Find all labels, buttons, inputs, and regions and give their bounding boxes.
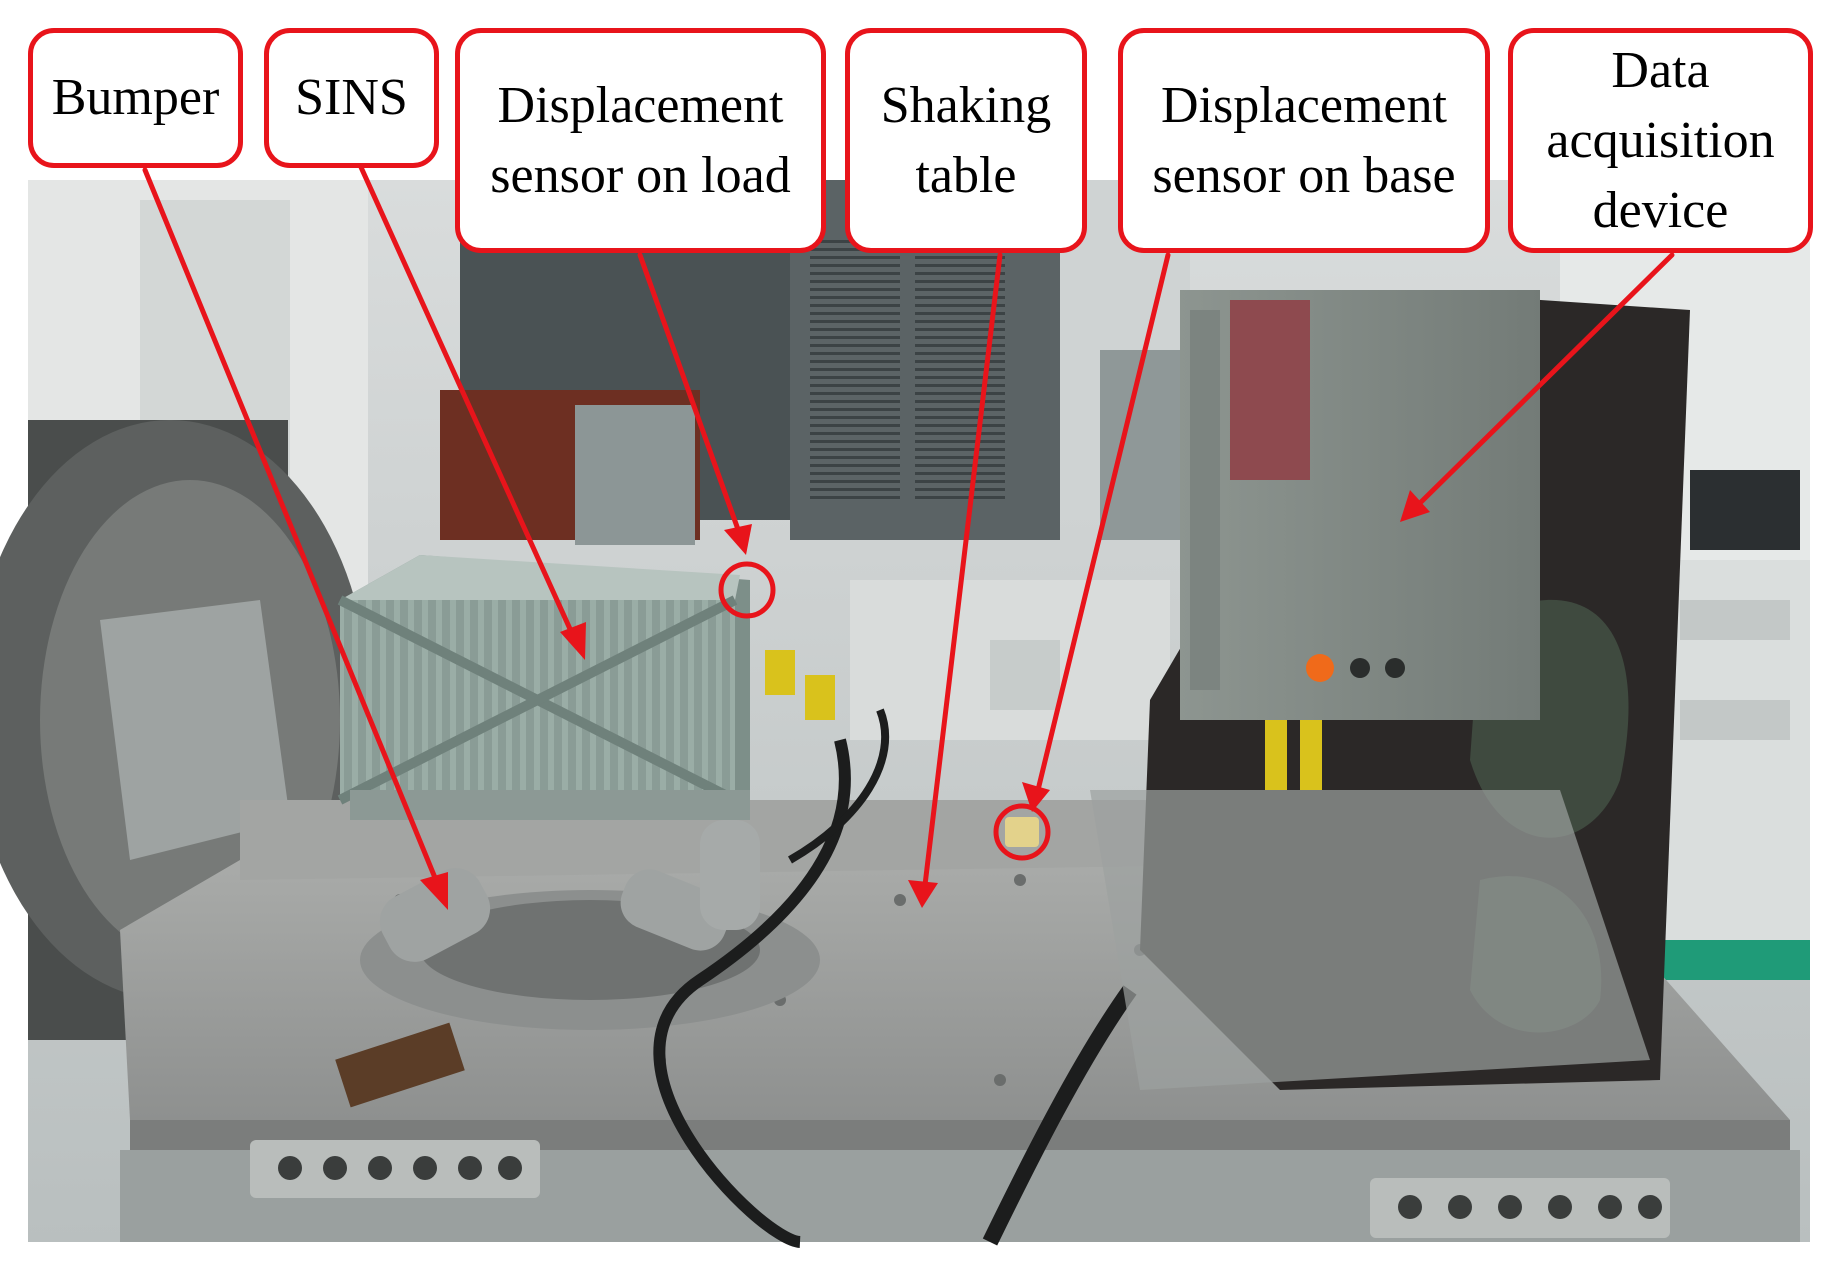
callout-data-acquisition-device: Data acquisition device: [1508, 28, 1813, 253]
data-acquisition-device-photo: [1090, 290, 1690, 1090]
background-equipment: [440, 350, 1180, 1248]
callout-sins: SINS: [264, 28, 439, 168]
arrow-displacement-sensor-load: [637, 252, 752, 555]
circle-sensor-on-load: [718, 561, 776, 619]
arrow-sins: [357, 162, 586, 660]
callout-displacement-sensor-on-base: Displacement sensor on base: [1118, 28, 1490, 253]
annotation-circles: [718, 561, 1051, 861]
arrow-shaking-table: [908, 252, 1003, 908]
callout-bumper: Bumper: [28, 28, 243, 168]
arrow-data-acquisition: [1400, 252, 1675, 522]
circle-sensor-on-base: [993, 803, 1051, 861]
sins-unit: [337, 555, 835, 820]
bumper-mount: [335, 820, 820, 1108]
callout-displacement-sensor-on-load: Displacement sensor on load: [455, 28, 826, 253]
callout-shaking-table: Shaking table: [845, 28, 1087, 253]
arrow-displacement-sensor-base: [1022, 252, 1171, 812]
annotation-arrows: [142, 162, 1675, 910]
displacement-sensor-on-base-photo: [1005, 817, 1039, 847]
arrow-bumper: [142, 167, 448, 910]
